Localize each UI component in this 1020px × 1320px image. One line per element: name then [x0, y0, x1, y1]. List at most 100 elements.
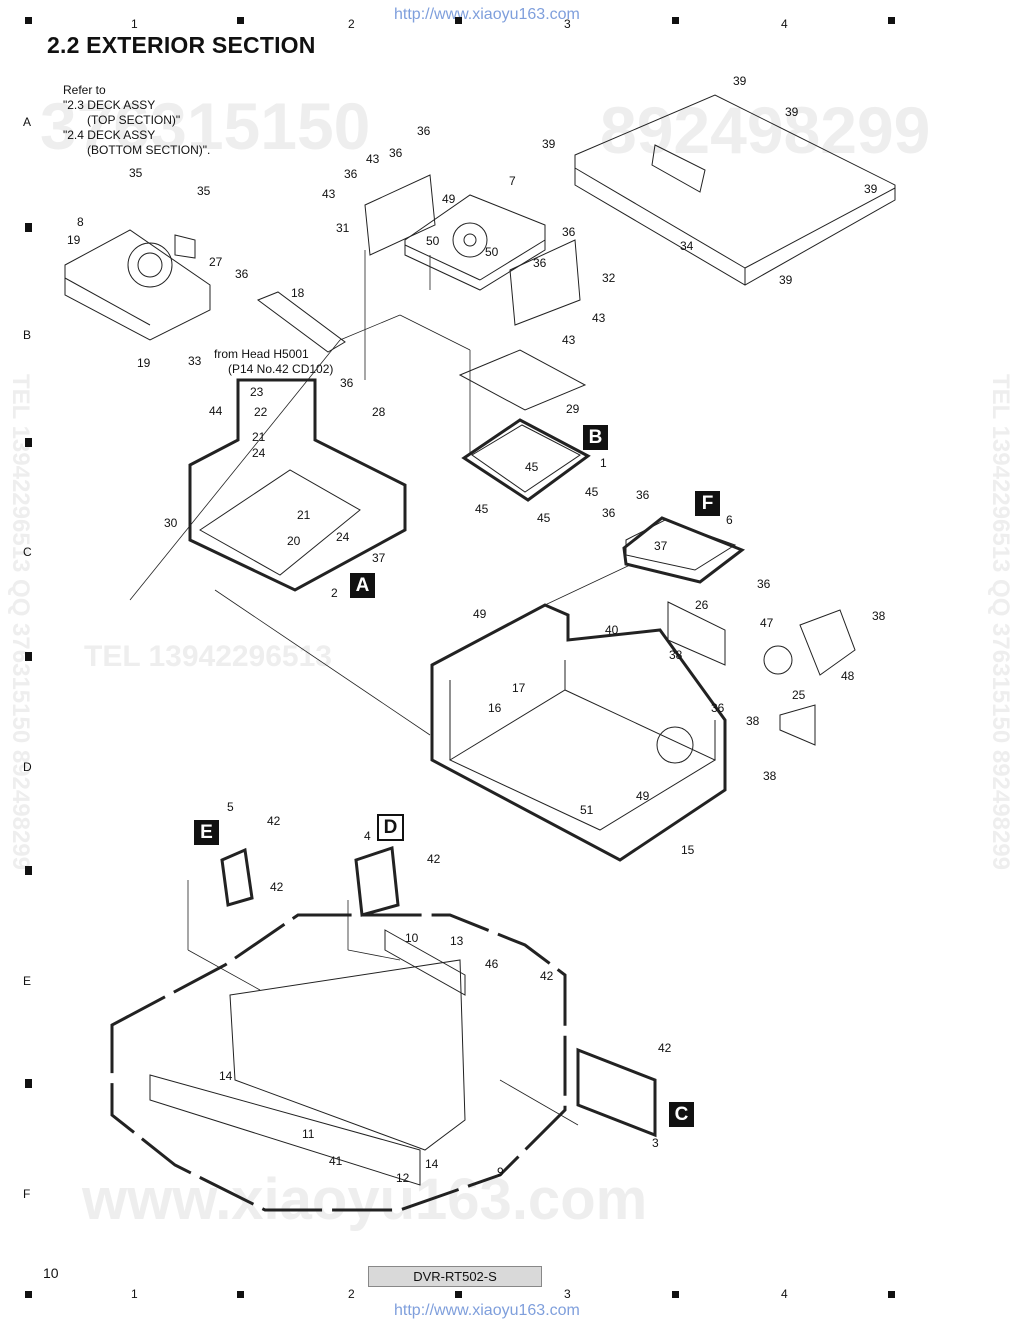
part-number: 36: [757, 577, 771, 591]
chassis-part: [430, 603, 727, 862]
bracket-part: [364, 174, 436, 256]
part-number: 47: [760, 616, 774, 630]
label-part: [174, 234, 196, 259]
refer-line: "2.4 DECK ASSY: [63, 128, 156, 142]
part-number: 37: [372, 551, 386, 565]
part-number: 45: [537, 511, 551, 525]
part-number: 36: [235, 267, 249, 281]
row-label: F: [23, 1187, 31, 1201]
watermark-web: www.xiaoyu163.com: [82, 1167, 648, 1232]
part-number: 48: [841, 669, 855, 683]
part-number: 51: [580, 803, 594, 817]
part-number: 20: [287, 534, 301, 548]
part-number: 49: [636, 789, 650, 803]
fan-bracket-part: [799, 609, 856, 676]
part-number: 11: [302, 1127, 315, 1141]
part-number: 44: [209, 404, 223, 418]
header-marker: [672, 17, 679, 24]
part-number: 36: [389, 146, 403, 160]
part-number: 4: [364, 829, 371, 843]
part-number: 6: [726, 513, 733, 527]
column-label: 3: [564, 1287, 571, 1301]
sheet-part: [779, 704, 816, 746]
part-number: 36: [562, 225, 576, 239]
bracket-part: [256, 291, 346, 353]
part-number: 22: [254, 405, 268, 419]
part-number: 23: [250, 385, 264, 399]
column-label: 2: [348, 17, 355, 31]
part-number: 49: [473, 607, 487, 621]
part-number: 36: [533, 256, 547, 270]
footer-url[interactable]: http://www.xiaoyu163.com: [394, 1302, 580, 1319]
part-number: 29: [566, 402, 580, 416]
part-number: 43: [322, 187, 336, 201]
part-number: 49: [442, 192, 456, 206]
header-marker: [455, 17, 462, 24]
part-number: 30: [164, 516, 178, 530]
part-number: 34: [680, 239, 694, 253]
part-number: 43: [592, 311, 606, 325]
bracket-part: [509, 239, 581, 326]
head-note-line: from Head H5001: [214, 347, 309, 361]
part-number: 28: [372, 405, 386, 419]
rear-panel-part: [667, 601, 726, 666]
part-number: 14: [425, 1157, 439, 1171]
part-number: 39: [542, 137, 556, 151]
part-number: 42: [427, 852, 441, 866]
part-number: 13: [450, 934, 464, 948]
part-number: 21: [297, 508, 311, 522]
part-number: 1: [600, 456, 607, 470]
part-number: 43: [366, 152, 380, 166]
footer-model-name: DVR-RT502-S: [368, 1266, 542, 1287]
part-number: 36: [636, 488, 650, 502]
part-number: 50: [426, 234, 440, 248]
header-marker: [237, 17, 244, 24]
row-label: E: [23, 974, 32, 988]
board-f-part: [622, 516, 746, 584]
part-number: 33: [188, 354, 202, 368]
row-marker: [25, 1079, 32, 1088]
part-number: 37: [654, 539, 668, 553]
part-number: 36: [344, 167, 358, 181]
vcr-mechanism-part: [64, 229, 211, 341]
page-title: 2.2 EXTERIOR SECTION: [47, 32, 316, 58]
part-number: 21: [252, 430, 266, 444]
refer-line: (TOP SECTION)": [87, 113, 181, 127]
board-e-part: [220, 847, 254, 907]
part-number: 42: [270, 880, 284, 894]
row-label: B: [23, 328, 32, 342]
watermark-phone-2: 892498299: [600, 93, 931, 167]
part-number: 15: [681, 843, 695, 857]
part-number: 5: [227, 800, 234, 814]
board-d-badge: D: [377, 814, 404, 841]
refer-line: (BOTTOM SECTION)".: [87, 143, 211, 157]
part-number: 19: [67, 233, 81, 247]
dvd-drive-part: [404, 194, 546, 291]
part-number: 16: [488, 701, 502, 715]
part-number: 18: [291, 286, 305, 300]
header-marker: [25, 17, 32, 24]
top-cover-part: [574, 94, 896, 286]
part-number: 39: [733, 74, 747, 88]
watermark-phone-1: 376315150: [40, 89, 371, 163]
part-number: 12: [396, 1171, 410, 1185]
column-label: 1: [131, 17, 138, 31]
part-number: 17: [512, 681, 526, 695]
footer-marker: [237, 1291, 244, 1298]
row-marker: [25, 438, 32, 447]
row-marker: [25, 866, 32, 875]
part-number: 46: [485, 957, 499, 971]
part-number: 36: [602, 506, 616, 520]
column-label: 4: [781, 17, 788, 31]
board-e-badge: E: [194, 820, 219, 845]
part-number: 42: [267, 814, 281, 828]
part-number: 10: [405, 931, 419, 945]
part-number: 19: [137, 356, 151, 370]
leader-lines: [129, 250, 631, 1126]
row-label: D: [23, 760, 32, 774]
column-label: 4: [781, 1287, 788, 1301]
row-marker: [25, 223, 32, 232]
header-url[interactable]: http://www.xiaoyu163.com: [394, 6, 580, 23]
footer-marker: [25, 1291, 32, 1298]
